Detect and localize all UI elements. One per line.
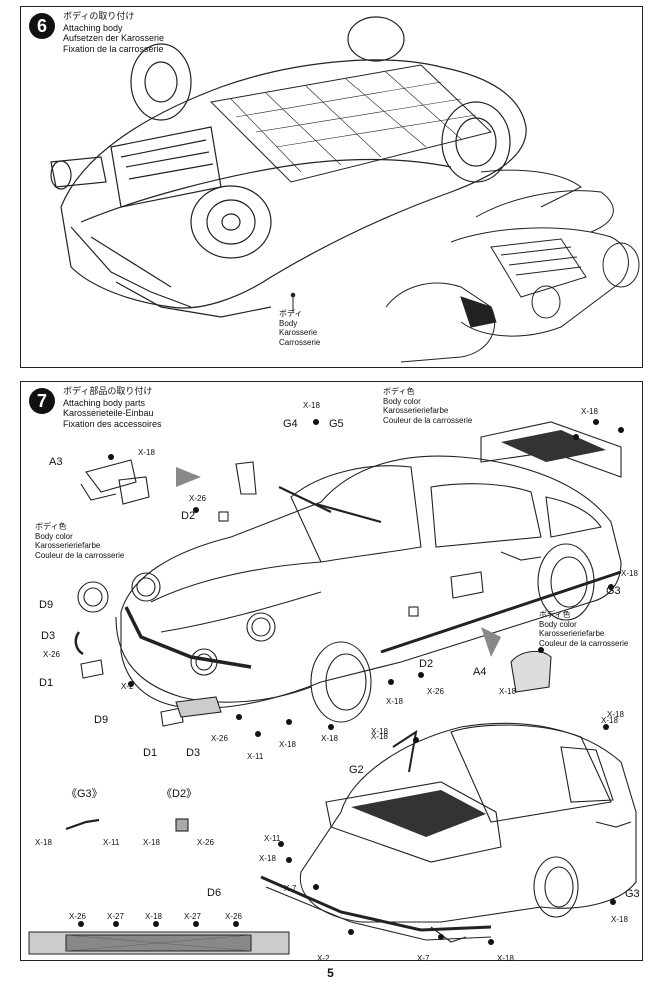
car-underside-drawing <box>50 16 640 363</box>
step-6-panel: 6 ボディの取り付け Attaching body Aufsetzen der … <box>20 6 643 368</box>
screw-label: X-26 <box>43 650 60 659</box>
caption-en: Attaching body <box>63 22 123 33</box>
screw-label: X-26 <box>69 912 86 921</box>
screw-label: X-11 <box>103 838 120 847</box>
screw-label: X-18 <box>611 915 628 924</box>
body-label: ボディ Body Karosserie Carrosserie <box>279 309 321 347</box>
page-number: 5 <box>327 966 334 980</box>
caption-de: Aufsetzen der Karosserie <box>63 33 165 43</box>
caption-jp: ボディ部品の取り付け <box>63 387 153 397</box>
screw-dots <box>78 419 624 945</box>
caption-jp: ボディの取り付け <box>63 12 135 22</box>
body-color-label-right: ボディ色 Body color Karosserieriefarbe Coule… <box>539 610 629 648</box>
detail-g3-heading: 《G3》 <box>66 788 103 800</box>
screw-label: X-26 <box>211 734 228 743</box>
screw-label: X-18 <box>259 854 276 863</box>
screw-label: X-18 <box>621 569 638 578</box>
rear-spoiler-drawing <box>65 722 637 943</box>
screw-label: X-18 <box>35 838 52 847</box>
screw-label: X-18 <box>581 407 598 416</box>
body-color-label-top: ボディ色 Body color Karosserieriefarbe Coule… <box>383 387 473 425</box>
screw-label: X-26 <box>189 494 206 503</box>
screw-label: X-7 <box>417 954 430 963</box>
screw-label: X-18 <box>143 838 160 847</box>
part-label-d1: D1 <box>39 677 54 689</box>
caption-fr: Fixation des accessoires <box>63 418 162 429</box>
screw-label: X-26 <box>427 687 444 696</box>
part-label-a3: A3 <box>49 456 63 468</box>
screw-label: X-2 <box>317 954 330 963</box>
detail-d2-heading: 《D2》 <box>161 788 198 800</box>
part-label-d3: D3 <box>41 630 56 642</box>
screw-label: X-18 <box>497 954 514 963</box>
screw-label: X-18 <box>601 716 618 725</box>
screw-label: X-27 <box>107 912 124 921</box>
screw-label: X-11 <box>247 752 264 761</box>
screw-label: X-18 <box>145 912 162 921</box>
screw-label: X-18 <box>279 740 296 749</box>
part-label-d3-lower: D3 <box>186 747 201 759</box>
part-label-d9: D9 <box>39 599 54 611</box>
part-label-d1-lower: D1 <box>143 747 158 759</box>
screw-label: X-18 <box>371 732 388 741</box>
car-body-drawing <box>28 419 637 955</box>
screw-label: X-18 <box>371 727 388 736</box>
body-color-label-left: ボディ色 Body color Karosserieriefarbe Coule… <box>35 522 125 560</box>
part-label-d2-right: D2 <box>419 658 434 670</box>
part-label-g4: G4 <box>283 418 298 430</box>
step-caption: ボディ部品の取り付け Attaching body parts Karosser… <box>63 387 162 429</box>
screw-label: X-7 <box>284 884 297 893</box>
hand-fitting-body-drawing <box>290 169 640 363</box>
screw-label: X-18 <box>321 734 338 743</box>
part-label-d9-lower: D9 <box>94 714 109 726</box>
part-label-g5: G5 <box>329 418 344 430</box>
part-label-a4: A4 <box>473 666 487 678</box>
step-number: 6 <box>29 13 55 39</box>
screw-label: X-11 <box>264 834 281 843</box>
screw-label: X-27 <box>184 912 201 921</box>
screw-label: X-18 <box>303 401 320 410</box>
part-label-g3-lower: G3 <box>625 888 640 900</box>
screw-label: X-18 <box>386 697 403 706</box>
step-7-panel: 7 ボディ部品の取り付け Attaching body parts Kaross… <box>20 381 643 963</box>
caption-de: Karosserieteile-Einbau <box>63 408 154 418</box>
step-caption: ボディの取り付け Attaching body Aufsetzen der Ka… <box>63 12 164 54</box>
part-label-d6: D6 <box>207 887 222 899</box>
caption-en: Attaching body parts <box>63 397 146 408</box>
screw-label: X-18 <box>138 448 155 457</box>
screw-label: X-26 <box>197 838 214 847</box>
part-label-g3: G3 <box>606 585 621 597</box>
screw-label: X-18 <box>499 687 516 696</box>
part-label-d2: D2 <box>181 510 196 522</box>
screw-label: X-2 <box>121 682 134 691</box>
part-label-g2: G2 <box>349 764 364 776</box>
caption-fr: Fixation de la carrosserie <box>63 43 164 54</box>
screw-label: X-18 <box>607 710 624 719</box>
step-number: 7 <box>29 388 55 414</box>
screw-label: X-26 <box>225 912 242 921</box>
bumper-strip-drawing <box>28 931 290 955</box>
